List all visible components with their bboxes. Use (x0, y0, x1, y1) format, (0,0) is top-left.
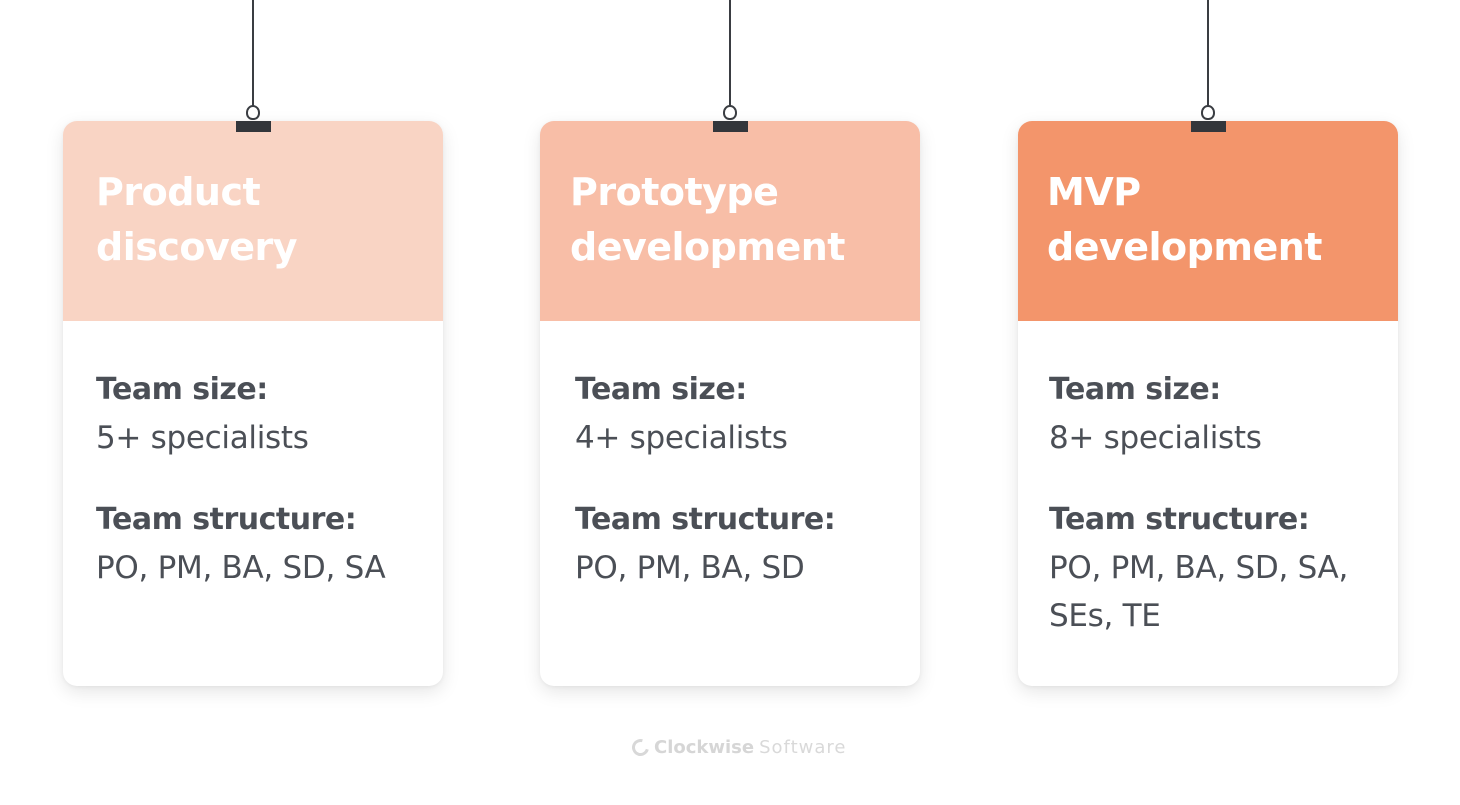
clip-loop-icon (723, 105, 737, 120)
clockwise-logo-icon (628, 735, 653, 759)
card-product-discovery: Product discovery Team size: 5+ speciali… (63, 0, 443, 686)
card-header: MVP development (1018, 121, 1398, 321)
card-header: Prototype development (540, 121, 920, 321)
card-title: Product discovery (96, 170, 298, 269)
binder-clip-icon (713, 121, 748, 132)
card: MVP development Team size: 8+ specialist… (1018, 121, 1398, 686)
binder-clip-icon (1191, 121, 1226, 132)
card-title: MVP development (1047, 170, 1322, 269)
card-body: Team size: 8+ specialists Team structure… (1018, 321, 1398, 640)
brand-name-light: Software (759, 736, 847, 758)
card-mvp-development: MVP development Team size: 8+ specialist… (1018, 0, 1398, 686)
binder-clip-icon (236, 121, 271, 132)
team-structure-label: Team structure: (96, 502, 357, 537)
card-header: Product discovery (63, 121, 443, 321)
team-size-value: 5+ specialists (96, 420, 309, 456)
team-size-label: Team size: (1049, 372, 1221, 407)
card-prototype-development: Prototype development Team size: 4+ spec… (540, 0, 920, 686)
team-structure-value: PO, PM, BA, SD (575, 550, 805, 586)
card-body: Team size: 5+ specialists Team structure… (63, 321, 443, 592)
clip-loop-icon (1201, 105, 1215, 120)
team-size-label: Team size: (96, 372, 268, 407)
team-structure-value: PO, PM, BA, SD, SA, SEs, TE (1049, 550, 1349, 634)
card-body: Team size: 4+ specialists Team structure… (540, 321, 920, 592)
team-structure-label: Team structure: (1049, 502, 1310, 537)
hanging-string (729, 0, 731, 108)
team-structure-value: PO, PM, BA, SD, SA (96, 550, 386, 586)
brand-name-bold: Clockwise (654, 736, 755, 758)
team-size-value: 4+ specialists (575, 420, 788, 456)
card: Prototype development Team size: 4+ spec… (540, 121, 920, 686)
brand-logo: Clockwise Software (628, 735, 847, 759)
team-size-value: 8+ specialists (1049, 420, 1262, 456)
clip-loop-icon (246, 105, 260, 120)
card: Product discovery Team size: 5+ speciali… (63, 121, 443, 686)
card-title: Prototype development (570, 170, 845, 269)
hanging-string (252, 0, 254, 108)
hanging-string (1207, 0, 1209, 108)
team-structure-label: Team structure: (575, 502, 836, 537)
team-size-label: Team size: (575, 372, 747, 407)
